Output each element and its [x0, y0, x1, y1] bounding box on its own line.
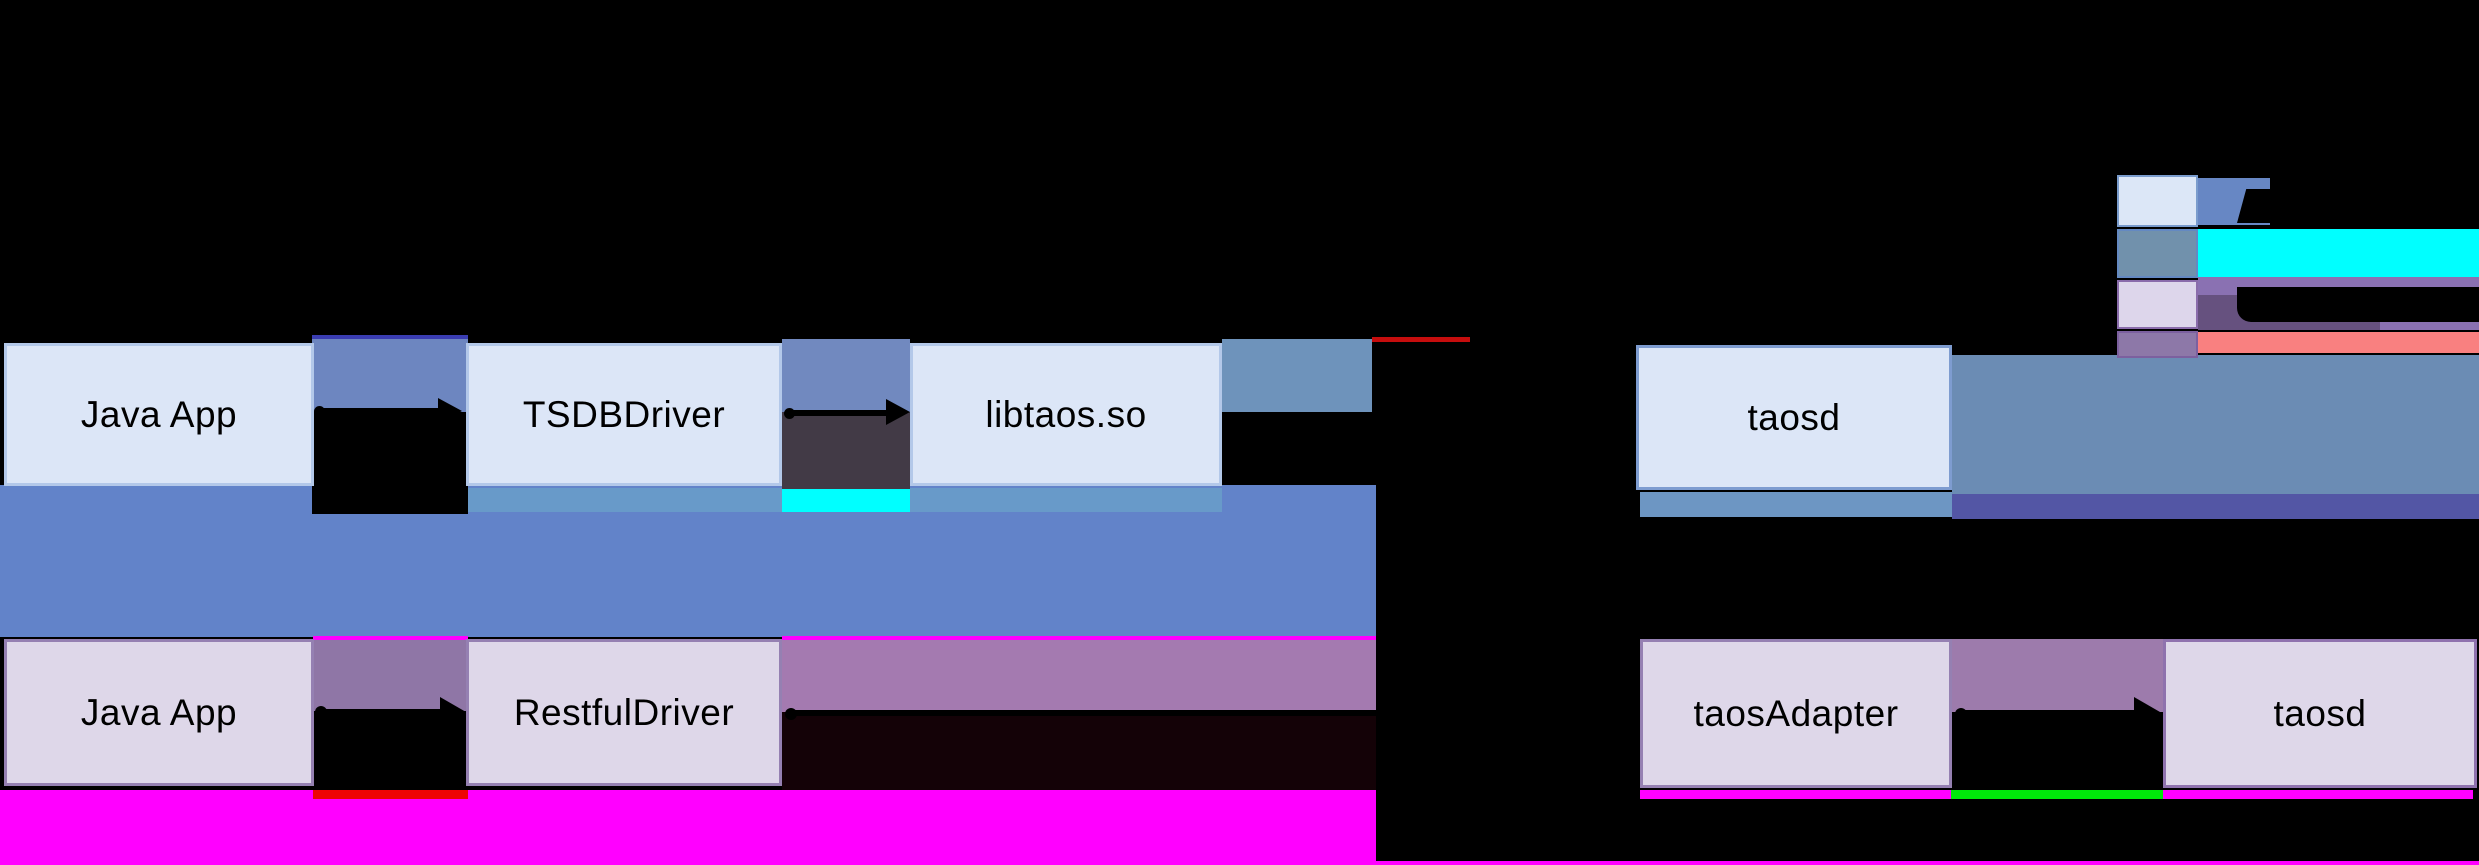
box-label: libtaos.so	[985, 393, 1147, 435]
strip-under-taosd	[1640, 492, 1952, 517]
gap1-black-fill	[312, 412, 468, 514]
box-label: taosd	[2273, 692, 2367, 734]
box-java-app-jni: Java App	[4, 343, 314, 486]
green-highlight-strip	[1951, 790, 2163, 799]
legend-swatch-restful-box	[2117, 280, 2198, 329]
red-highlight-line	[1372, 337, 1470, 342]
arrowhead-icon	[2134, 697, 2160, 727]
legend-band-cyan	[2198, 229, 2479, 280]
legend-swatch-jni-box	[2117, 175, 2198, 227]
arrowhead-icon	[1612, 400, 1636, 426]
arrowhead-icon	[886, 399, 910, 425]
gap1-navy-line	[312, 335, 468, 339]
box-restfuldriver: RestfulDriver	[466, 639, 782, 786]
box-label: RestfulDriver	[513, 691, 735, 733]
legend-swatch-steel	[2117, 229, 2198, 278]
box-tsdbdriver: TSDBDriver	[466, 343, 782, 486]
magenta-bottom-edge-line	[1376, 861, 2479, 865]
box-taosd-jni: taosd	[1636, 345, 1952, 490]
arrowhead-icon	[438, 398, 462, 424]
legend-band-salmon	[2198, 332, 2479, 353]
magenta-highlight-band	[0, 790, 1376, 865]
box-label: Java App	[80, 691, 238, 733]
steel-region-right-of-taosd	[1952, 355, 2479, 494]
maroon-fill-under-mauve-band	[782, 712, 1376, 790]
red-highlight-strip	[313, 790, 468, 799]
arrowhead-icon	[1614, 697, 1640, 727]
arrowhead-icon	[440, 697, 466, 727]
legend-swatch-mauve	[2117, 331, 2198, 358]
indigo-strip	[1952, 494, 2479, 519]
box-libtaos: libtaos.so	[910, 343, 1222, 486]
magenta-strip-under-taosd2	[2163, 790, 2473, 799]
box-taosadapter: taosAdapter	[1640, 639, 1952, 788]
mauve-band-right-of-taosadapter	[1952, 639, 2163, 712]
box-label: Java App	[80, 393, 238, 435]
mauve-band-magenta-topline	[782, 636, 1376, 640]
legend-band-purple-dark-left	[2198, 295, 2242, 330]
steel-band-right-of-libtaos	[1222, 339, 1372, 412]
magenta-strip-under-taosadapter	[1640, 790, 1951, 799]
box-java-app-rest: Java App	[4, 639, 314, 786]
box-label: taosd	[1747, 396, 1841, 438]
cyan-highlight-strip	[782, 489, 910, 512]
box-taosd-rest: taosd	[2163, 639, 2477, 788]
mauve-band-right-of-restfuldriver	[782, 640, 1376, 712]
gap1-row2-magenta-topline	[313, 636, 468, 640]
legend-hidden-text-fragment-restful	[2237, 287, 2479, 322]
box-label: taosAdapter	[1693, 692, 1899, 734]
box-label: TSDBDriver	[522, 393, 726, 435]
